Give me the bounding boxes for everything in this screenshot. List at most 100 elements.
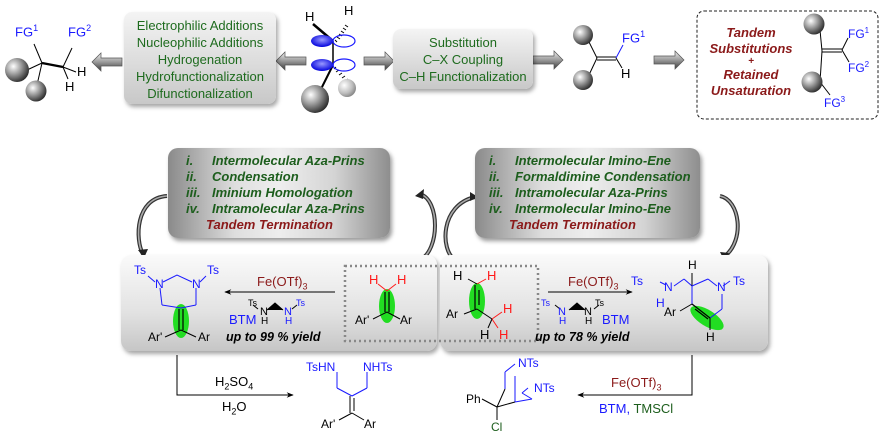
reactivity-line: Substitution <box>429 35 497 50</box>
reactivity-box-substitution: Substitution C–X Coupling C–H Functional… <box>393 29 533 89</box>
reactivity-line: Electrophilic Additions <box>136 18 264 33</box>
p-orbital-lobe <box>311 35 333 47</box>
hydrogen-label: H <box>706 330 715 344</box>
right-alkene-substrate <box>463 278 503 329</box>
right-product-structure <box>573 25 624 90</box>
step-item: i.Intermolecular Aza-Prins <box>186 153 365 168</box>
nitrogen-label: N <box>192 277 201 291</box>
substituent-ball <box>338 79 356 97</box>
sulfonamide-label: NHTs <box>363 360 393 374</box>
substituent-ball <box>573 70 593 90</box>
reactivity-line: Hydrofunctionalization <box>136 69 264 84</box>
hydrogen-label: H <box>65 79 75 94</box>
hollow-arrow-left-2 <box>275 51 307 71</box>
aryl-label: Ar <box>400 313 412 327</box>
tosyl-label: Ts <box>207 263 219 277</box>
nitrogen-label: N <box>717 280 726 294</box>
yield-label: up to 99 % yield <box>226 330 321 344</box>
step-termination: Tandem Termination <box>206 217 333 232</box>
sulfonamide-label: NTs <box>534 381 555 395</box>
reactivity-line: C–H Functionalization <box>399 69 527 84</box>
catalyst-label: Fe(OTf)3 <box>568 274 619 292</box>
hydrogen-label: H <box>487 268 497 283</box>
hydrogen-label: H <box>77 64 87 79</box>
fg3-label: FG3 <box>824 95 846 110</box>
tosyl-label: Ts <box>134 263 146 277</box>
aryl-label: Ar <box>364 417 376 431</box>
nitrogen-label: N <box>260 306 268 318</box>
reactivity-line: C–X Coupling <box>422 52 504 67</box>
sulfonamide-label: NTs <box>518 356 539 370</box>
hydrogen-label: H <box>453 268 463 283</box>
step-termination: Tandem Termination <box>509 217 636 232</box>
hydrogen-label: H <box>621 66 631 81</box>
substituent-ball <box>573 25 593 45</box>
tandem-line: Tandem <box>726 25 776 40</box>
tosyl-label: Ts <box>595 298 604 308</box>
diamine-product <box>336 372 368 421</box>
fg1-label: FG1 <box>848 26 870 41</box>
tandem-line: + <box>748 56 754 67</box>
additives-label: BTM, TMSCl <box>599 401 674 416</box>
arrowhead-icon <box>415 189 424 199</box>
hydrogen-label: H <box>261 316 269 327</box>
p-orbital-lobe <box>332 58 356 72</box>
fg2-label: FG2 <box>848 60 870 75</box>
arrowhead-icon <box>470 192 478 201</box>
btm-reagent-right <box>554 302 600 311</box>
nitrogen-label: N <box>155 277 164 291</box>
left-alkene-substrate <box>372 283 401 323</box>
hollow-arrow-left-1 <box>91 52 123 72</box>
water-reagent-label: H2O <box>222 399 247 417</box>
reactivity-box-additions: Electrophilic Additions Nucleophilic Add… <box>124 12 276 104</box>
alkene-orbital-structure <box>301 23 356 113</box>
tosyl-label: Ts <box>296 298 305 308</box>
reactivity-line: Nucleophilic Additions <box>136 35 264 50</box>
hollow-arrow-right-3 <box>653 50 685 70</box>
p-orbital-lobe <box>311 59 333 71</box>
reactivity-line: Hydrogenation <box>157 52 243 67</box>
tandem-line: Retained <box>723 67 779 82</box>
reaction-arrow-hydrolysis <box>176 355 294 398</box>
acid-reagent-label: H2SO4 <box>215 374 254 392</box>
btm-label: BTM <box>602 312 630 327</box>
substituent-ball <box>801 71 823 93</box>
hydrogen-label: H <box>344 3 354 18</box>
hydrogen-label: H <box>503 301 513 316</box>
hydrogen-label: H <box>688 258 697 272</box>
tandem-box-border <box>696 10 879 120</box>
tetrahydropyridine-product <box>659 273 731 331</box>
nitrogen-label: N <box>584 306 592 318</box>
sulfonamide-label: TsHN <box>306 360 336 374</box>
fg1-label: FG1 <box>622 29 646 46</box>
step-item: iii.Intramolecular Aza-Prins <box>489 185 668 200</box>
yield-label: up to 78 % yield <box>535 330 630 344</box>
tosyl-label: Ts <box>541 298 550 308</box>
imino-ene-steps-box: i.Intermolecular Imino-Ene ii.Formaldimi… <box>475 148 700 238</box>
substituent-ball <box>803 13 825 35</box>
substituent-ball <box>5 58 29 82</box>
tosyl-label: Ts <box>248 298 257 308</box>
hydrogen-label: H <box>656 296 665 310</box>
p-orbital-lobe <box>332 34 356 48</box>
tosyl-label: Ts <box>631 274 643 288</box>
tosyl-label: Ts <box>733 274 745 288</box>
catalyst-label: Fe(OTf)3 <box>257 274 308 292</box>
fg2-label: FG2 <box>68 23 92 40</box>
imino-ene-reaction-panel <box>440 255 768 351</box>
aryl-label: Ar <box>664 305 676 319</box>
tandem-box-caption: Tandem Substitutions + Retained Unsatura… <box>700 25 802 99</box>
hydrogen-label: H <box>369 272 379 287</box>
alkene-highlight <box>469 283 485 319</box>
substrate-dotted-frame <box>343 264 540 343</box>
substituent-ball <box>301 85 329 113</box>
arrowhead-icon <box>138 249 148 258</box>
aryl-label: Ar' <box>321 417 336 431</box>
step-item: iv.Intermolecular Imino-Ene <box>489 201 672 216</box>
alkene-highlight <box>379 289 395 323</box>
tandem-line: Substitutions <box>709 41 793 56</box>
step-item: ii.Formaldimine Condensation <box>489 169 691 184</box>
tandem-line: Unsaturation <box>710 83 792 98</box>
